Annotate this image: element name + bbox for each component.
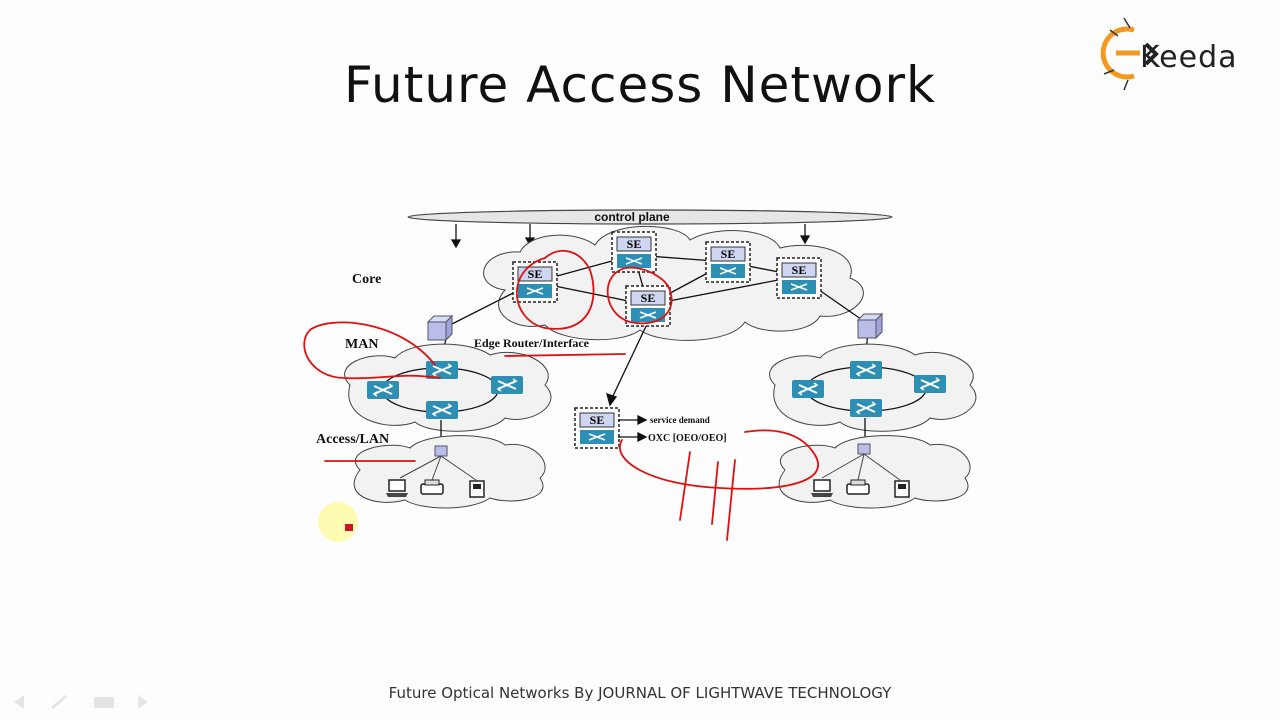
control-plane-label: control plane	[594, 210, 670, 224]
red-annotations	[303, 249, 819, 541]
service-demand-label: service demand	[650, 415, 710, 425]
se-node-5: SE	[625, 285, 671, 327]
edge-router-label: Edge Router/Interface	[474, 336, 590, 350]
se-label: SE	[590, 413, 605, 427]
access-label: Access/LAN	[316, 432, 389, 447]
slide-nav-controls[interactable]	[10, 690, 170, 714]
pointer-highlight	[318, 502, 358, 542]
menu-icon	[94, 697, 114, 708]
man-label: MAN	[345, 337, 378, 352]
slide-title: Future Access Network	[344, 56, 936, 114]
man-switch	[849, 398, 883, 418]
se-node-3: SE	[705, 241, 751, 283]
access-cloud-left	[353, 435, 546, 509]
oxc-label: OXC [OEO/OEO]	[648, 433, 727, 444]
man-switch	[913, 374, 947, 394]
se-label: SE	[627, 237, 642, 251]
phone-icon	[469, 480, 485, 498]
man-cloud-left	[344, 343, 552, 432]
control-plane: control plane	[407, 209, 893, 225]
access-router	[857, 443, 871, 455]
logo-text: Keeda	[1140, 40, 1238, 75]
ekeeda-logo	[1100, 17, 1159, 91]
slide-caption: Future Optical Networks By JOURNAL OF LI…	[388, 684, 892, 702]
laptop-icon	[810, 479, 834, 498]
core-to-oxc-arrow	[606, 321, 649, 407]
se-node-4: SE	[776, 257, 822, 299]
man-switch	[791, 379, 825, 399]
legend-se: SE	[574, 407, 620, 449]
se-label: SE	[641, 291, 656, 305]
core-label: Core	[352, 272, 381, 287]
prev-arrow-icon	[14, 695, 24, 709]
se-node-2: SE	[611, 231, 657, 273]
se-node-1: SE	[512, 261, 558, 303]
man-switch	[849, 360, 883, 380]
phone-icon	[894, 480, 910, 498]
next-arrow-icon	[138, 695, 148, 709]
pen-icon	[51, 694, 67, 710]
man-switch	[490, 375, 524, 395]
se-label: SE	[528, 267, 543, 281]
man-switch	[425, 400, 459, 420]
se-label: SE	[792, 263, 807, 277]
man-switch	[366, 380, 400, 400]
access-cloud-right	[778, 435, 971, 509]
access-router	[434, 445, 448, 457]
edge-router-left	[427, 315, 453, 341]
edge-router-right	[857, 313, 883, 339]
man-cloud-right	[769, 343, 977, 432]
laptop-icon	[385, 479, 409, 498]
se-label: SE	[721, 247, 736, 261]
